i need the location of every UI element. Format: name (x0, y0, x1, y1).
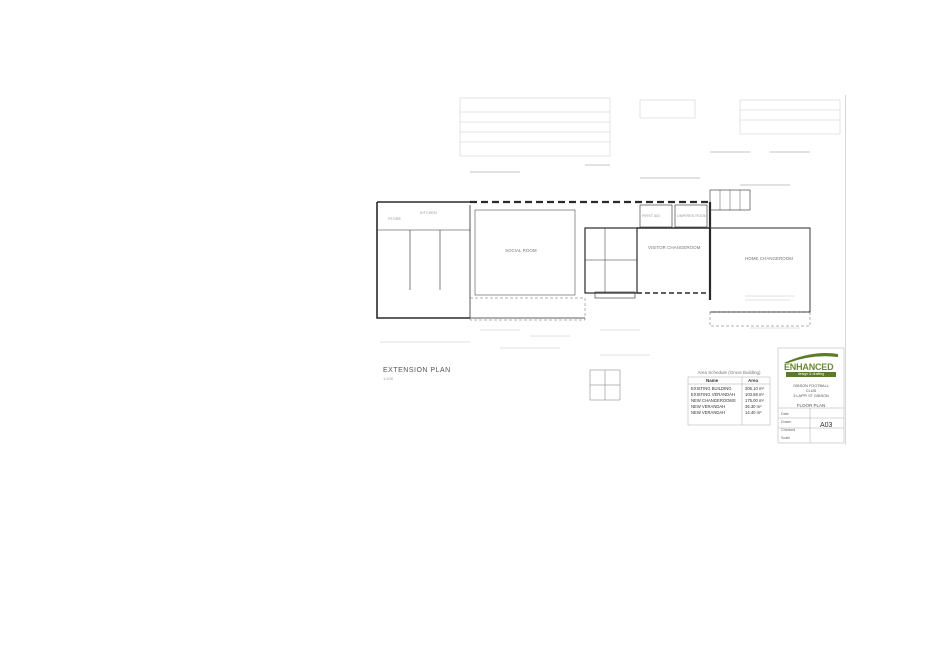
area-row: EXISTING BUILDING 306.10 m² (691, 386, 764, 391)
label-date: Date (781, 412, 789, 416)
building-walls (376, 189, 811, 319)
area-header-name: Name (706, 378, 719, 383)
area-schedule: Area Schedule (Gross Building) Name Area… (688, 370, 770, 425)
room-label-store: STORE (388, 217, 402, 221)
title-block: ENHANCED design & drafting GIBSON FOOTBA… (778, 348, 844, 443)
dimension-markers (470, 151, 810, 186)
plan-title: EXTENSION PLAN (383, 367, 451, 374)
room-label-visitor: VISITOR CHANGEROOM (648, 245, 701, 250)
legend-symbols (589, 369, 621, 401)
company-logo-swoosh (784, 353, 838, 363)
drawing-sheet (365, 95, 846, 445)
room-label-first-aid: FIRST AID (642, 214, 661, 218)
area-row: NEW VERANDAH 14.40 m² (691, 410, 762, 415)
area-schedule-grid (687, 376, 771, 426)
area-row: NEW VERANDAH 36.30 m² (691, 404, 762, 409)
area-row: EXISTING VERANDAH 103.58 m² (691, 392, 764, 397)
drawing-number: A03 (820, 422, 833, 429)
area-schedule-title: Area Schedule (Gross Building) (697, 370, 761, 375)
project-name-line2: CLUB (805, 389, 817, 393)
room-label-social: SOCIAL ROOM (505, 248, 537, 253)
room-label-kitchen: KITCHEN (420, 211, 437, 215)
company-name: ENHANCED (784, 362, 834, 372)
title-block-frame (777, 347, 845, 444)
project-address: 3 LAPPI ST GIBSON (793, 394, 829, 398)
area-header-area: Area (748, 378, 759, 383)
label-drawn: Drawn (781, 420, 792, 424)
company-tagline: design & drafting (786, 372, 836, 377)
drawing-title: FLOOR PLAN (796, 403, 826, 408)
area-row: NEW CHANGEROOMS 175.00 m² (691, 398, 764, 403)
plan-scale: 1:100 (383, 376, 394, 381)
room-label-umpires: UMPIRES ROOM (677, 214, 708, 218)
label-scale: Scale (781, 436, 790, 440)
project-name-line1: GIBSON FOOTBALL (793, 384, 829, 388)
label-checked: Checked (781, 428, 796, 432)
verandah (469, 297, 811, 327)
annotations (380, 295, 800, 356)
top-notes (459, 97, 841, 157)
room-label-home: HOME CHANGEROOM (745, 256, 794, 261)
